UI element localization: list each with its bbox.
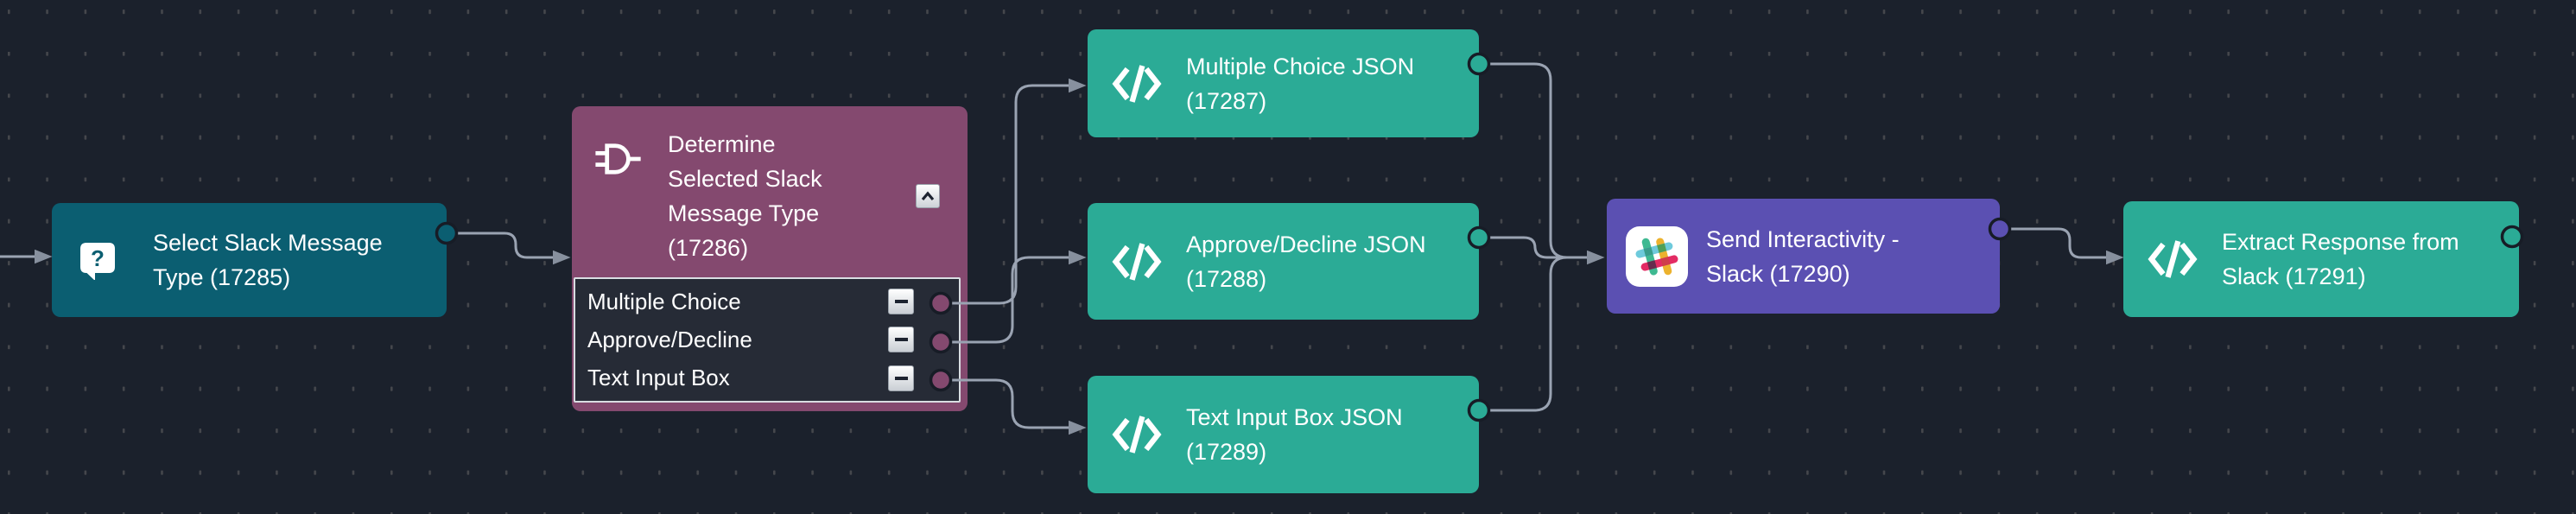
node-label: Text Input Box JSON (17289) xyxy=(1186,404,1403,465)
slack-icon xyxy=(1626,225,1688,287)
collapse-branch-button[interactable] xyxy=(916,184,940,208)
code-icon xyxy=(1112,239,1162,284)
branch-row-label: Text Input Box xyxy=(587,365,730,391)
branch-header: Determine Selected Slack Message Type (1… xyxy=(572,106,968,277)
node-label: Approve/Decline JSON (17288) xyxy=(1186,231,1426,292)
node-select-slack-message-type[interactable]: ? Select Slack Message Type (17285) xyxy=(52,203,447,317)
branch-body: Multiple Choice Approve/Decline Text Inp… xyxy=(574,277,961,403)
remove-branch-button[interactable] xyxy=(888,289,914,315)
branch-row-approve-decline[interactable]: Approve/Decline xyxy=(575,320,959,359)
branch-row-text-input-box[interactable]: Text Input Box xyxy=(575,359,959,397)
remove-branch-button[interactable] xyxy=(888,327,914,353)
node-label: Select Slack Message Type (17285) xyxy=(153,230,383,290)
minus-icon xyxy=(894,300,908,304)
code-icon xyxy=(2148,237,2198,282)
code-icon xyxy=(1112,412,1162,457)
branch-row-label: Multiple Choice xyxy=(587,288,741,314)
node-label: Extract Response from Slack (17291) xyxy=(2222,229,2459,289)
minus-icon xyxy=(894,376,908,380)
node-extract-response-from-slack[interactable]: Extract Response from Slack (17291) xyxy=(2123,201,2519,317)
svg-text:?: ? xyxy=(91,245,105,271)
node-label: Multiple Choice JSON (17287) xyxy=(1186,53,1415,114)
branch-row-multiple-choice[interactable]: Multiple Choice xyxy=(575,282,959,320)
node-multiple-choice-json[interactable]: Multiple Choice JSON (17287) xyxy=(1088,29,1479,137)
minus-icon xyxy=(894,338,908,342)
node-send-interactivity-slack[interactable]: Send Interactivity - Slack (17290) xyxy=(1607,199,2000,314)
node-approve-decline-json[interactable]: Approve/Decline JSON (17288) xyxy=(1088,203,1479,320)
code-icon xyxy=(1112,61,1162,106)
branch-row-label: Approve/Decline xyxy=(587,326,752,352)
node-label: Determine Selected Slack Message Type (1… xyxy=(668,131,822,261)
branch-gate-icon xyxy=(593,143,644,175)
remove-branch-button[interactable] xyxy=(888,365,914,391)
question-bubble-icon: ? xyxy=(78,240,117,280)
node-text-input-box-json[interactable]: Text Input Box JSON (17289) xyxy=(1088,376,1479,493)
node-label: Send Interactivity - Slack (17290) xyxy=(1706,225,1900,287)
node-determine-selected-slack-message-type[interactable]: Determine Selected Slack Message Type (1… xyxy=(572,106,968,411)
